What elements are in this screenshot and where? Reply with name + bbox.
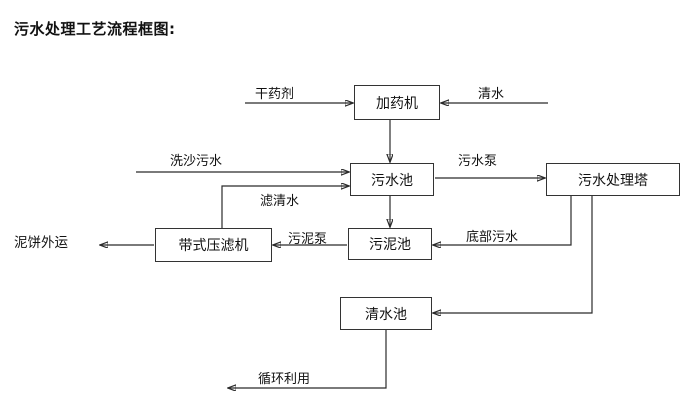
edge-label-bottom-sewage: 底部污水	[466, 230, 519, 245]
edge-label-sludge-pump: 污泥泵	[288, 232, 328, 247]
terminal-label-mud-cake-out: 泥饼外运	[14, 235, 68, 251]
node-treatment-tower[interactable]: 污水处理塔	[546, 163, 680, 196]
edge-label-dry-chemical: 干药剂	[255, 87, 295, 102]
edge-label-sewage-pump: 污水泵	[458, 154, 498, 169]
edge-label-clean-water: 清水	[478, 87, 505, 102]
edge-label-filtered-clear-water: 滤清水	[260, 194, 300, 209]
node-sewage-pool[interactable]: 污水池	[350, 163, 434, 196]
wire-bottom-sewage-to-sludge-pool	[433, 196, 572, 245]
node-belt-filter-press[interactable]: 带式压滤机	[155, 228, 272, 262]
wire-treatment-tower-to-clear-water-pool	[433, 196, 593, 313]
page-title: 污水处理工艺流程框图:	[14, 20, 176, 38]
wire-clear-water-pool-to-recycle	[228, 330, 387, 388]
edge-label-recycle-reuse: 循环利用	[258, 372, 311, 387]
edge-label-sand-wash-sewage: 洗沙污水	[170, 154, 223, 169]
node-clear-water-pool[interactable]: 清水池	[340, 297, 432, 330]
node-sludge-pool[interactable]: 污泥池	[348, 228, 432, 260]
wire-filtered-water-to-sewage-pool	[221, 186, 349, 228]
node-dosing-machine[interactable]: 加药机	[354, 85, 440, 120]
